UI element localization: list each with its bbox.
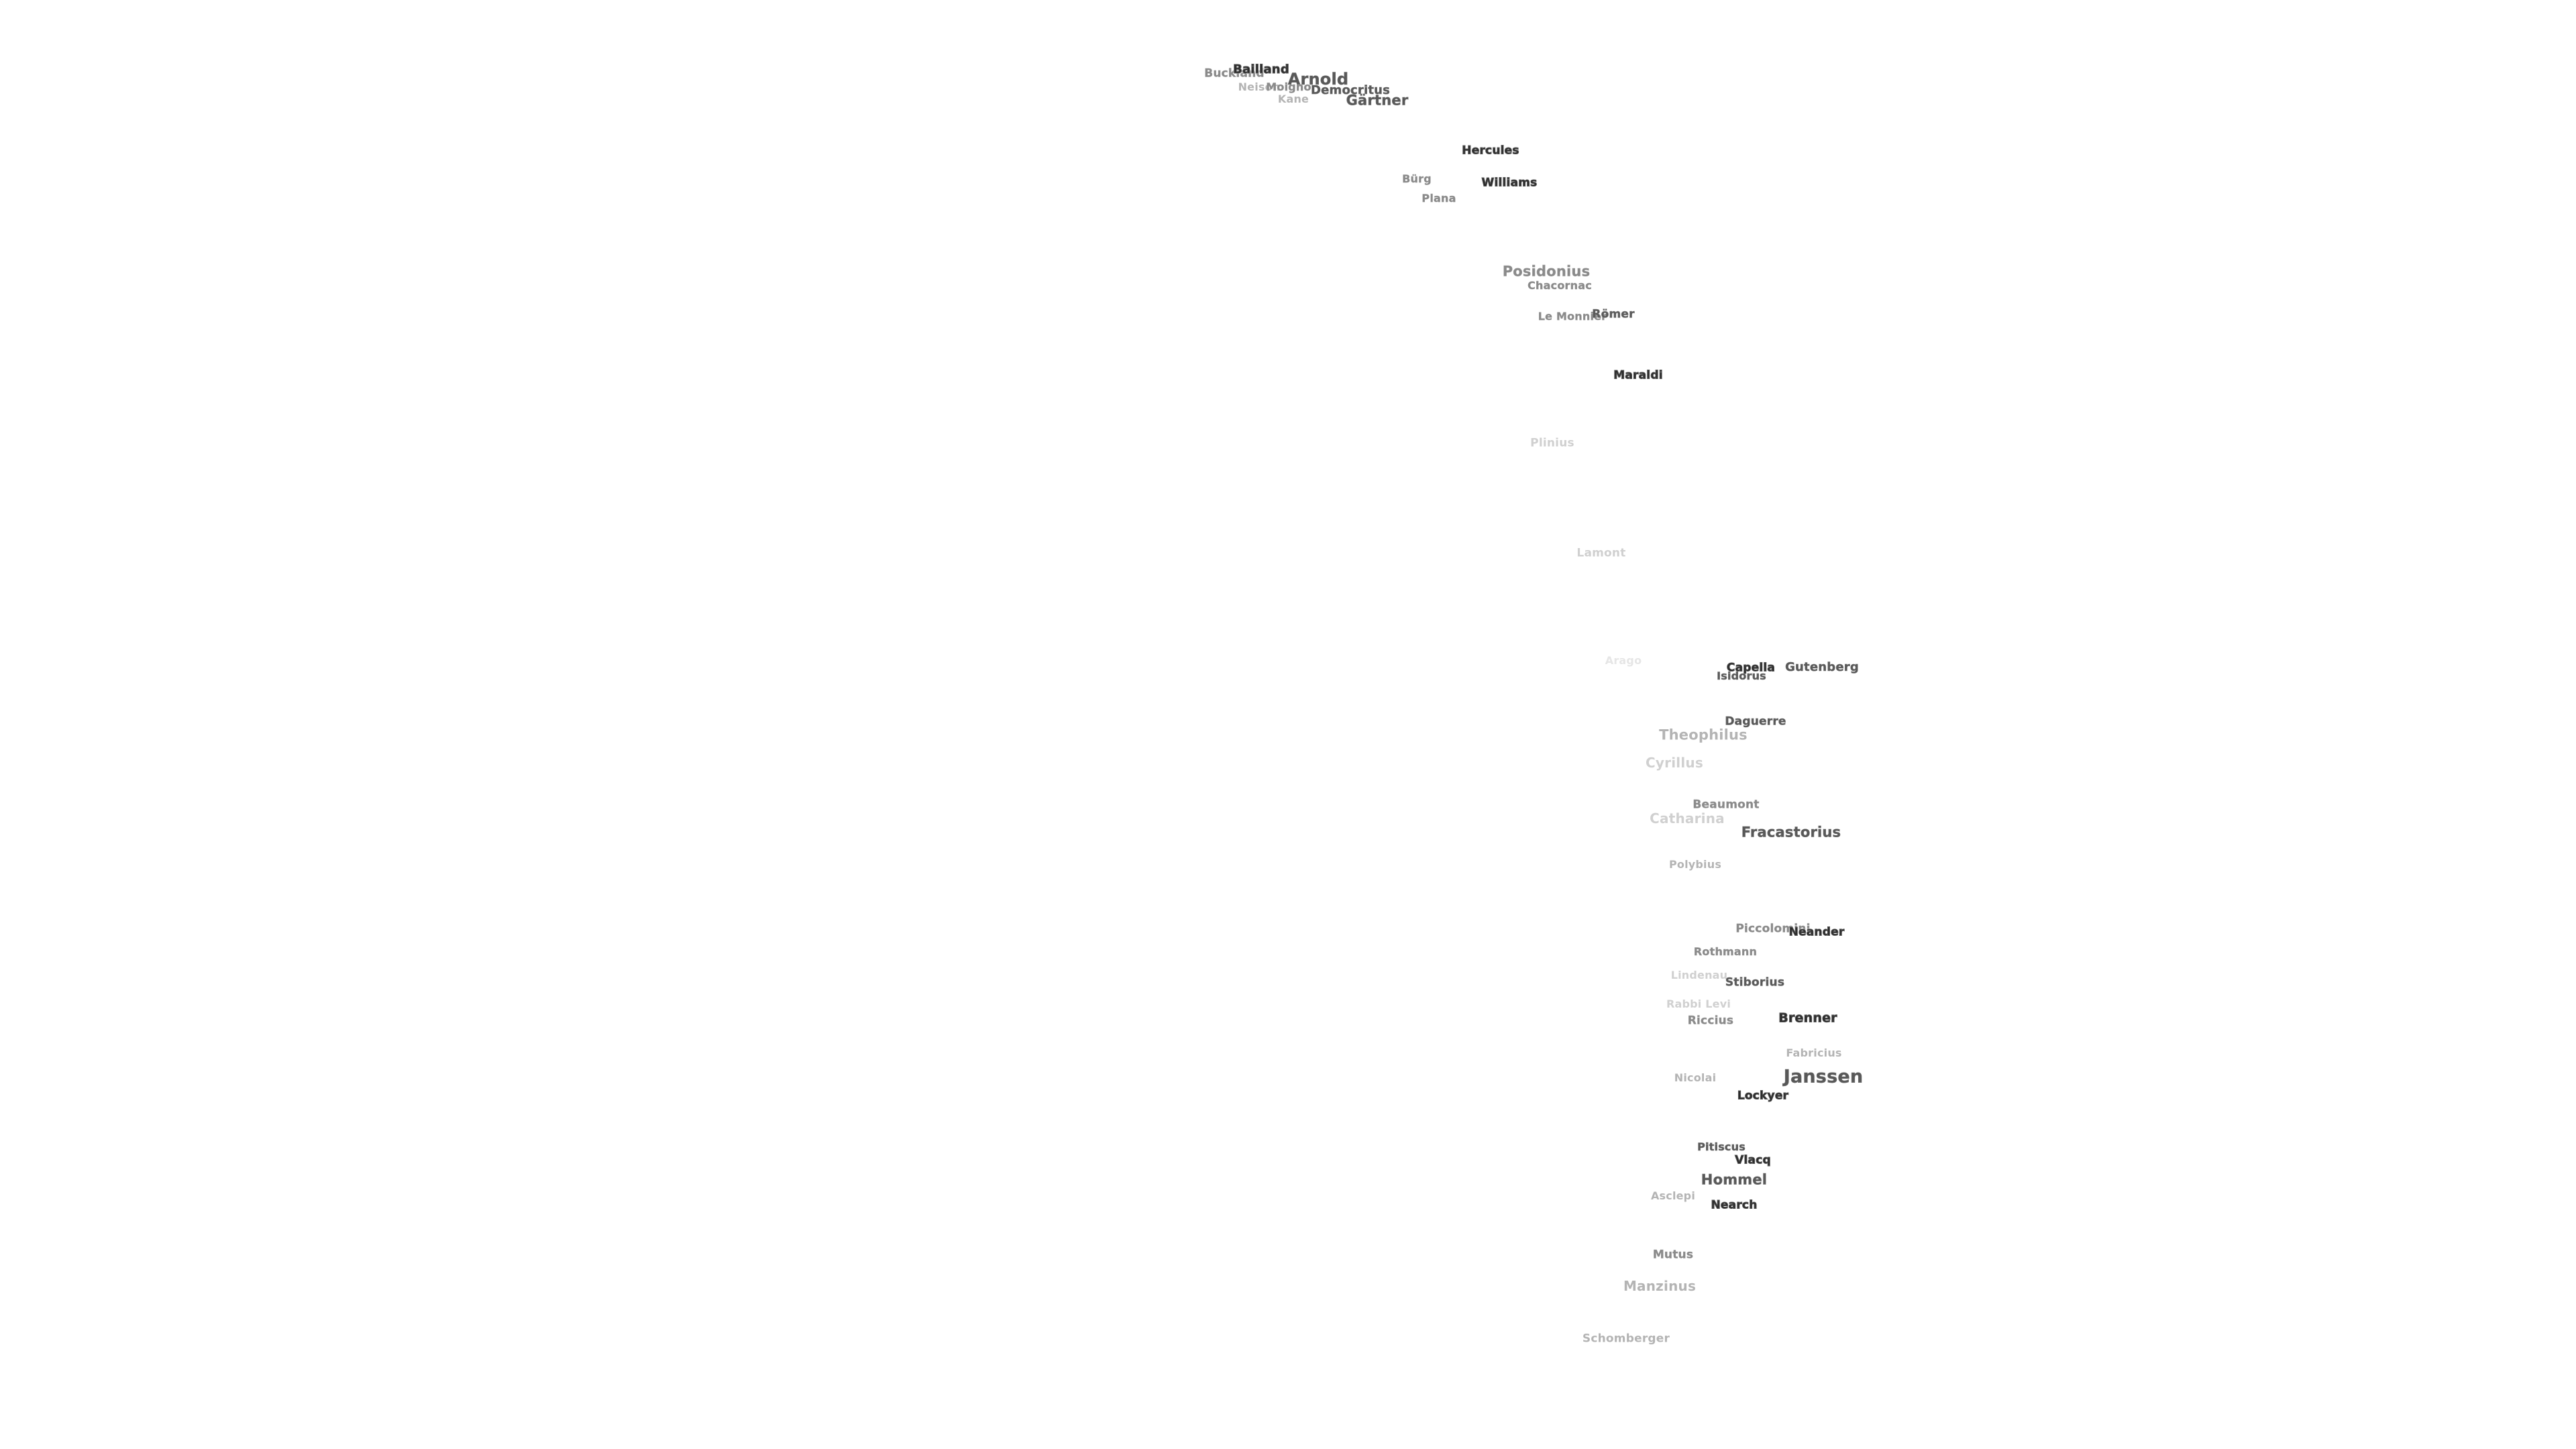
crater-label-piccolomini: Piccolomini (1735, 922, 1811, 936)
crater-label-cyrillus: Cyrillus (1646, 755, 1703, 771)
crater-label-plana: Plana (1421, 192, 1456, 205)
crater-label-lamont: Lamont (1576, 546, 1626, 560)
crater-label-mutus: Mutus (1652, 1248, 1694, 1262)
crater-label-hercules: Hercules (1462, 144, 1519, 158)
crater-label-asclepi: Asclepi (1650, 1189, 1696, 1202)
crater-label-posidonius: Posidonius (1502, 263, 1591, 280)
crater-label-neison: Neison (1238, 80, 1281, 93)
crater-label-neander: Neander (1788, 925, 1845, 939)
crater-label-le-monnier: Le Monnier (1538, 310, 1607, 323)
crater-label-polybius: Polybius (1668, 858, 1722, 871)
crater-label-pitiscus: Pitiscus (1697, 1140, 1746, 1153)
crater-label-gartner: Gärtner (1346, 92, 1409, 109)
crater-label-fabricius: Fabricius (1786, 1046, 1842, 1059)
crater-label-romer: Römer (1592, 307, 1635, 321)
crater-label-catharina: Catharina (1650, 810, 1725, 826)
crater-label-arnold: Arnold (1287, 70, 1349, 89)
crater-label-nearch: Nearch (1711, 1198, 1758, 1212)
crater-label-buckland: Buckland (1204, 66, 1265, 80)
crater-label-brenner: Brenner (1778, 1010, 1837, 1026)
crater-label-chacornac: Chacornac (1527, 279, 1592, 292)
crater-label-gutenberg: Gutenberg (1785, 660, 1859, 674)
crater-label-theophilus: Theophilus (1659, 727, 1748, 743)
crater-label-rothmann: Rothmann (1693, 945, 1758, 958)
crater-label-beaumont: Beaumont (1693, 798, 1760, 812)
crater-label-riccius: Riccius (1687, 1014, 1734, 1028)
crater-label-daguerre: Daguerre (1725, 714, 1786, 729)
crater-label-burg: Bürg (1402, 172, 1432, 185)
crater-label-schomberger: Schomberger (1582, 1332, 1670, 1346)
crater-label-nicolai: Nicolai (1674, 1071, 1717, 1084)
crater-label-janssen: Janssen (1783, 1066, 1864, 1087)
crater-label-isidorus: Isidorus (1717, 669, 1766, 682)
crater-label-capella: Capella (1726, 661, 1776, 675)
crater-label-manzinus: Manzinus (1623, 1278, 1697, 1294)
crater-label-democritus: Democritus (1310, 83, 1391, 97)
crater-label-lockyer: Lockyer (1737, 1089, 1789, 1103)
crater-label-lindenau: Lindenau (1670, 969, 1728, 981)
crater-label-arago: Arago (1605, 654, 1642, 667)
crater-label-moigno: Moigno (1266, 80, 1311, 93)
crater-label-hommel: Hommel (1701, 1171, 1768, 1188)
crater-label-kane: Kane (1277, 93, 1309, 105)
crater-label-bailland: Bailland (1233, 62, 1290, 76)
crater-label-vlacq: Vlacq (1735, 1153, 1771, 1167)
crater-label-fracastorius: Fracastorius (1741, 824, 1841, 841)
crater-label-stiborius: Stiborius (1725, 975, 1785, 989)
crater-label-plinius: Plinius (1530, 436, 1574, 450)
crater-label-maraldi: Maraldi (1613, 368, 1663, 382)
crater-label-rabbi-levi: Rabbi Levi (1666, 998, 1731, 1010)
crater-label-williams: Williams (1481, 176, 1538, 190)
